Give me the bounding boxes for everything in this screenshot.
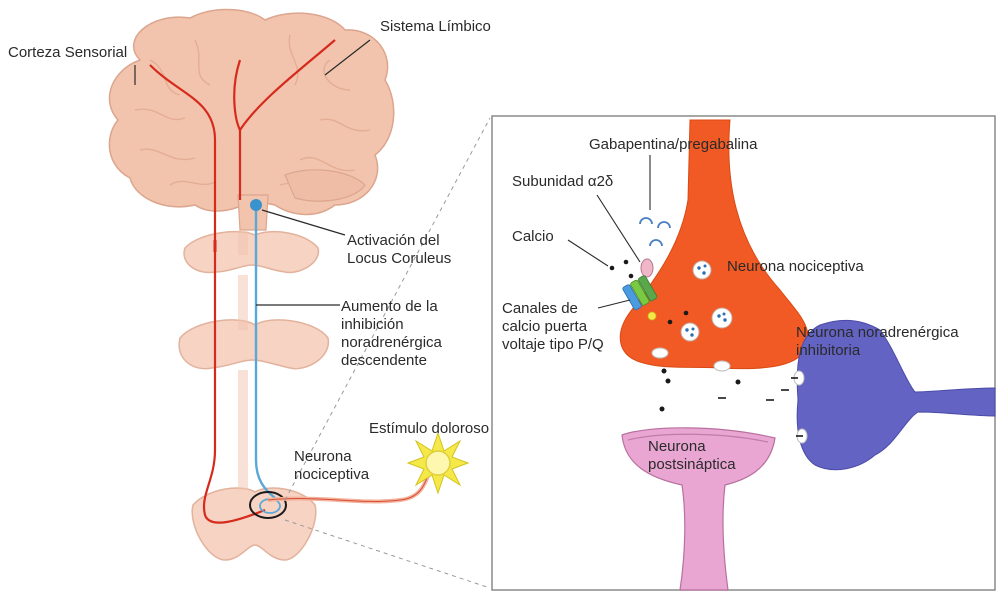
label-activacion-locus: Activación del Locus Coruleus (347, 232, 457, 268)
vesicle (693, 261, 711, 279)
vesicle (712, 308, 732, 328)
label-gabapentina: Gabapentina/pregabalina (589, 136, 757, 154)
calcium-channel-pore (648, 312, 656, 320)
vesicle (681, 323, 699, 341)
spinal-section-1 (184, 232, 318, 273)
label-sistema-limbico: Sistema Límbico (380, 18, 491, 36)
spinal-sections (179, 232, 328, 560)
alpha2delta-subunit (641, 259, 653, 277)
label-neurona-nociceptiva-left: Neurona nociceptiva (294, 448, 386, 484)
label-neurona-postsinaptica: Neurona postsináptica (648, 438, 758, 474)
label-neurona-noradrenergica: Neurona noradrenérgica inhibitoria (796, 324, 996, 360)
painful-stimulus-icon (408, 433, 468, 493)
label-aumento-inhibicion: Aumento de la inhibición noradrenérgica … (341, 298, 459, 370)
label-subunidad: Subunidad α2δ (512, 173, 613, 191)
label-neurona-nociceptiva-right: Neurona nociceptiva (727, 258, 864, 276)
label-estimulo-doloroso: Estímulo doloroso (369, 420, 489, 438)
label-calcio: Calcio (512, 228, 554, 246)
brain (109, 10, 393, 230)
label-canales-calcio: Canales de calcio puerta voltaje tipo P/… (502, 300, 620, 354)
spinal-section-2 (179, 320, 328, 369)
label-corteza-sensorial: Corteza Sensorial (8, 44, 127, 62)
locus-coeruleus-icon (250, 199, 262, 211)
